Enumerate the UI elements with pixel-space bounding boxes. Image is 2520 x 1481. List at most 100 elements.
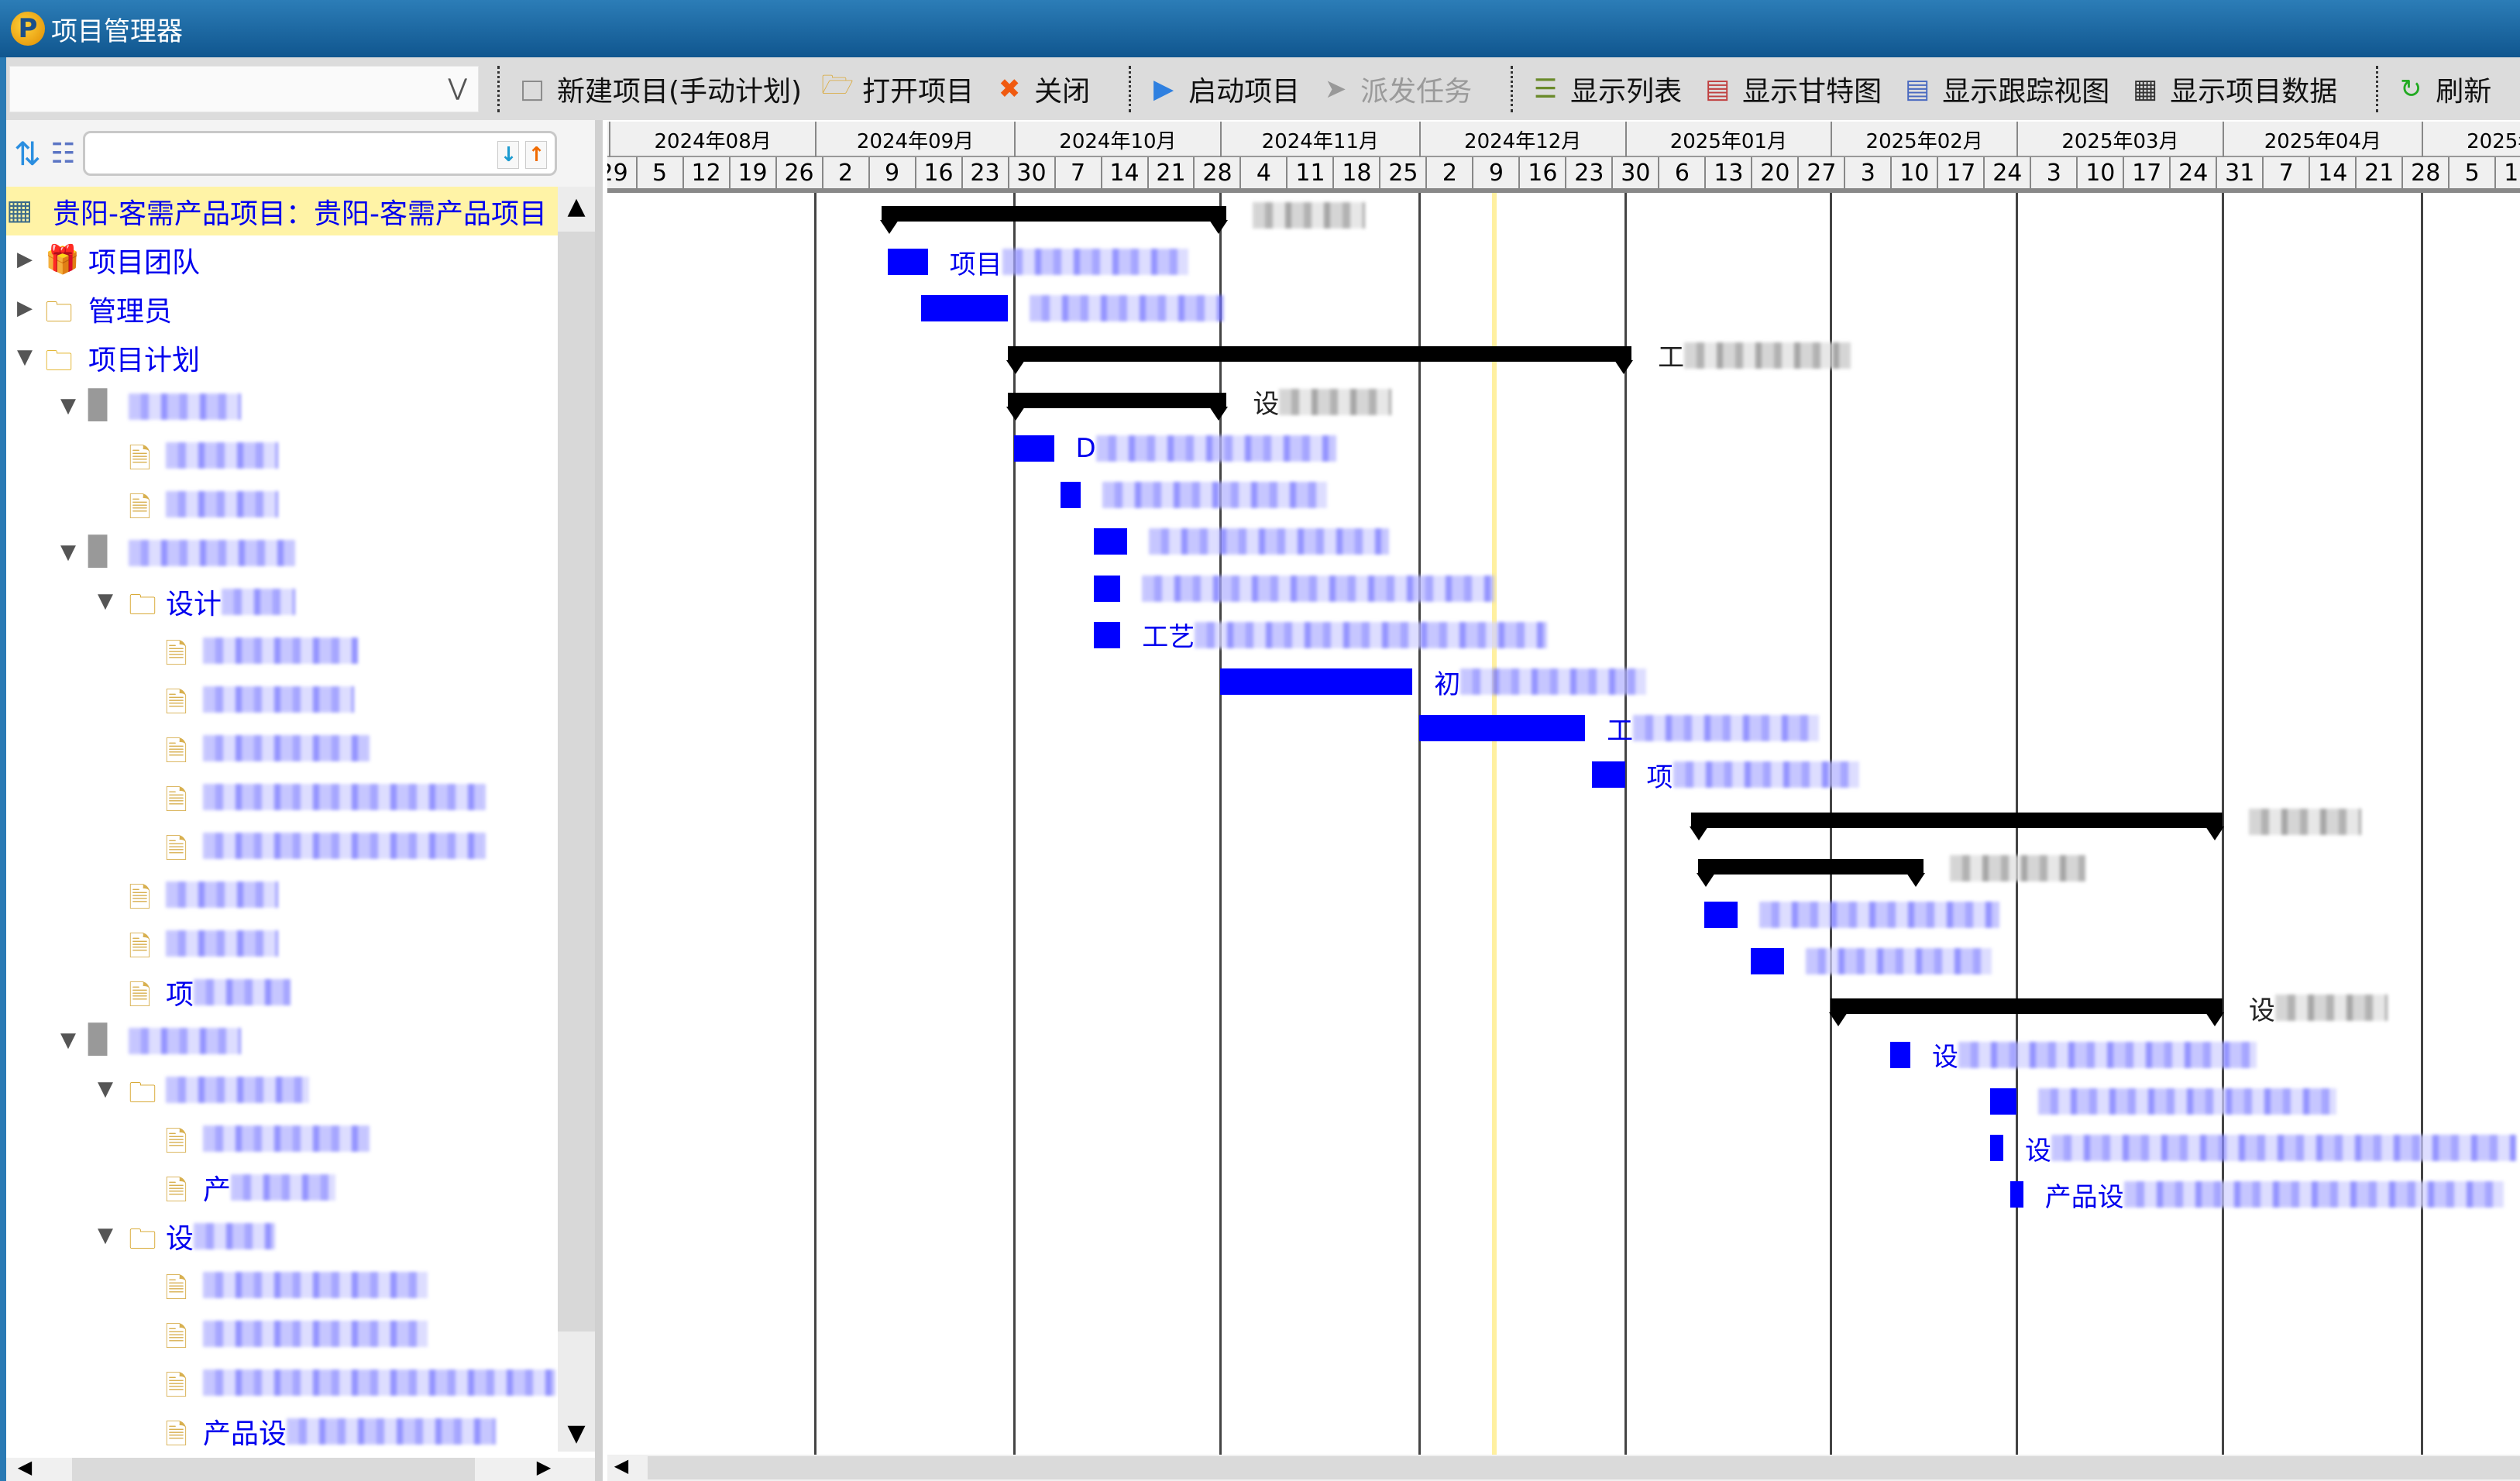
arrow-down-icon[interactable]: ↓ <box>497 141 520 169</box>
expanded-arrow-icon[interactable]: ▼ <box>98 1077 113 1101</box>
scroll-left-icon[interactable]: ◀ <box>17 1456 33 1478</box>
scroll-down-icon[interactable]: ▼ <box>567 1420 586 1447</box>
open-folder-button[interactable]: 🗁打开项目 <box>821 69 974 109</box>
toolbar-button-label: 刷新 <box>2436 75 2492 108</box>
gantt-horizontal-scrollbar[interactable]: ◀ <box>607 1455 2520 1481</box>
redacted-text <box>203 735 370 761</box>
task-bar[interactable] <box>888 249 928 276</box>
refresh-button[interactable]: ↻刷新 <box>2395 69 2491 109</box>
expanded-arrow-icon[interactable]: ▼ <box>60 394 76 417</box>
task-bar[interactable] <box>1418 715 1586 742</box>
tree-item[interactable]: ▼🗀项目计划 <box>6 333 558 382</box>
collapsed-arrow-icon[interactable]: ▶ <box>17 248 33 271</box>
summary-bar[interactable] <box>1696 858 1926 887</box>
scroll-left-icon[interactable]: ◀ <box>614 1455 629 1476</box>
task-bar[interactable] <box>1890 1041 1911 1068</box>
task-bar[interactable] <box>1093 621 1121 648</box>
scroll-up-icon[interactable]: ▲ <box>567 193 586 220</box>
tree-item[interactable]: ▶🗀管理员 <box>6 284 558 333</box>
summary-bar[interactable] <box>1006 392 1229 421</box>
play-circle-button[interactable]: ▶启动项目 <box>1148 69 1300 109</box>
tree-item[interactable]: 🗎 <box>6 1260 558 1309</box>
tree-structure-icon[interactable]: ☷ <box>50 137 76 170</box>
tree-item[interactable]: 🗎 <box>6 626 558 675</box>
tree-item[interactable]: 🗎 <box>6 1114 558 1163</box>
arrow-up-icon[interactable]: ↑ <box>525 141 548 169</box>
tree-item[interactable]: 🗎 <box>6 1358 558 1407</box>
summary-bar[interactable] <box>1006 345 1633 374</box>
tree-vertical-scrollbar[interactable]: ▲ ▼ <box>558 187 595 1452</box>
tree-item[interactable]: 🗎 <box>6 821 558 870</box>
bar-label-text: 项 <box>1646 761 1673 793</box>
scroll-right-icon[interactable]: ▶ <box>536 1456 552 1478</box>
task-bar[interactable] <box>1219 668 1413 695</box>
redacted-text <box>166 881 278 908</box>
expanded-arrow-icon[interactable]: ▼ <box>17 345 33 369</box>
tree-item[interactable]: ▶🎁项目团队 <box>6 235 558 284</box>
tree-item[interactable]: 🗎 <box>6 431 558 479</box>
task-bar[interactable] <box>1989 1088 2017 1115</box>
task-bar[interactable] <box>1704 902 1738 928</box>
sync-icon[interactable]: ⇅ <box>14 134 42 173</box>
task-bar[interactable] <box>1093 528 1127 555</box>
expanded-arrow-icon[interactable]: ▼ <box>60 1029 76 1052</box>
scroll-thumb[interactable] <box>72 1458 475 1481</box>
tree-item-label: 管理员 <box>88 292 172 328</box>
tree-item[interactable]: ▼▉ <box>6 1016 558 1065</box>
collapsed-arrow-icon[interactable]: ▶ <box>17 297 33 320</box>
project-combo[interactable]: ⋁ <box>9 65 479 112</box>
tree-item[interactable]: ▼🗀设 <box>6 1211 558 1260</box>
tree-item[interactable]: ▼▉ <box>6 382 558 431</box>
redacted-text <box>166 930 278 957</box>
tree-item[interactable]: 🗎 <box>6 723 558 772</box>
tree-item[interactable]: 🗎项 <box>6 967 558 1016</box>
tree-item[interactable]: 🗎产品设 <box>6 1407 558 1452</box>
task-bar[interactable] <box>2009 1181 2023 1208</box>
tree-item[interactable]: ▼▉ <box>6 528 558 577</box>
expanded-arrow-icon[interactable]: ▼ <box>98 589 113 613</box>
expanded-arrow-icon[interactable]: ▼ <box>60 541 76 564</box>
task-bar[interactable] <box>1093 575 1121 602</box>
tree-horizontal-scrollbar[interactable]: ◀ ▶ <box>6 1456 595 1481</box>
tree-search-input[interactable]: ↓ ↑ <box>83 131 558 176</box>
week-header: 23 <box>1565 157 1611 188</box>
tree-item-label <box>203 780 486 814</box>
list-button[interactable]: ☰显示列表 <box>1530 69 1682 109</box>
redacted-text <box>1095 435 1336 462</box>
new-document-button[interactable]: □新建项目(手动计划) <box>517 69 802 109</box>
tracking-button[interactable]: ▤显示跟踪视图 <box>1902 69 2109 109</box>
week-header: 27 <box>1797 157 1844 188</box>
data-sheet-button[interactable]: ▦显示项目数据 <box>2130 69 2337 109</box>
summary-bar[interactable] <box>1829 998 2224 1027</box>
task-bar[interactable] <box>1014 435 1054 462</box>
task-bar[interactable] <box>1061 482 1081 509</box>
tree-item[interactable]: 🗎 <box>6 479 558 528</box>
summary-bar[interactable] <box>879 206 1228 234</box>
task-bar[interactable] <box>1751 948 1785 975</box>
redacted-text <box>1142 575 1495 602</box>
summary-bar[interactable] <box>1690 812 2224 840</box>
tree-item[interactable]: 🗎 <box>6 870 558 919</box>
week-header: 19 <box>728 157 775 188</box>
tree-item[interactable]: 🗎 <box>6 675 558 723</box>
week-header: 26 <box>775 157 822 188</box>
tree-item[interactable]: ▦贵阳-客需产品项目：贵阳-客需产品项目 <box>6 187 558 235</box>
tree-item[interactable]: 🗎产 <box>6 1163 558 1211</box>
tree-item[interactable]: 🗎 <box>6 772 558 821</box>
task-bar[interactable] <box>921 295 1008 322</box>
dispatch-button[interactable]: ➤派发任务 <box>1320 69 1472 109</box>
chevron-down-icon[interactable]: ⋁ <box>448 74 467 101</box>
tree-item[interactable]: 🗎 <box>6 919 558 967</box>
task-bar[interactable] <box>1591 761 1625 789</box>
close-x-button[interactable]: ✖关闭 <box>994 69 1090 109</box>
tree-item[interactable]: ▼🗀设计 <box>6 577 558 626</box>
expanded-arrow-icon[interactable]: ▼ <box>98 1224 113 1247</box>
tree-item[interactable]: ▼🗀 <box>6 1065 558 1114</box>
gantt-button[interactable]: ▤显示甘特图 <box>1702 69 1882 109</box>
list-icon: ☰ <box>1533 73 1558 105</box>
scroll-thumb[interactable] <box>648 1456 2520 1479</box>
task-bar[interactable] <box>1989 1135 2003 1161</box>
tree-item[interactable]: 🗎 <box>6 1309 558 1358</box>
scroll-thumb[interactable] <box>558 232 595 1332</box>
data-sheet-icon: ▦ <box>2133 73 2158 105</box>
